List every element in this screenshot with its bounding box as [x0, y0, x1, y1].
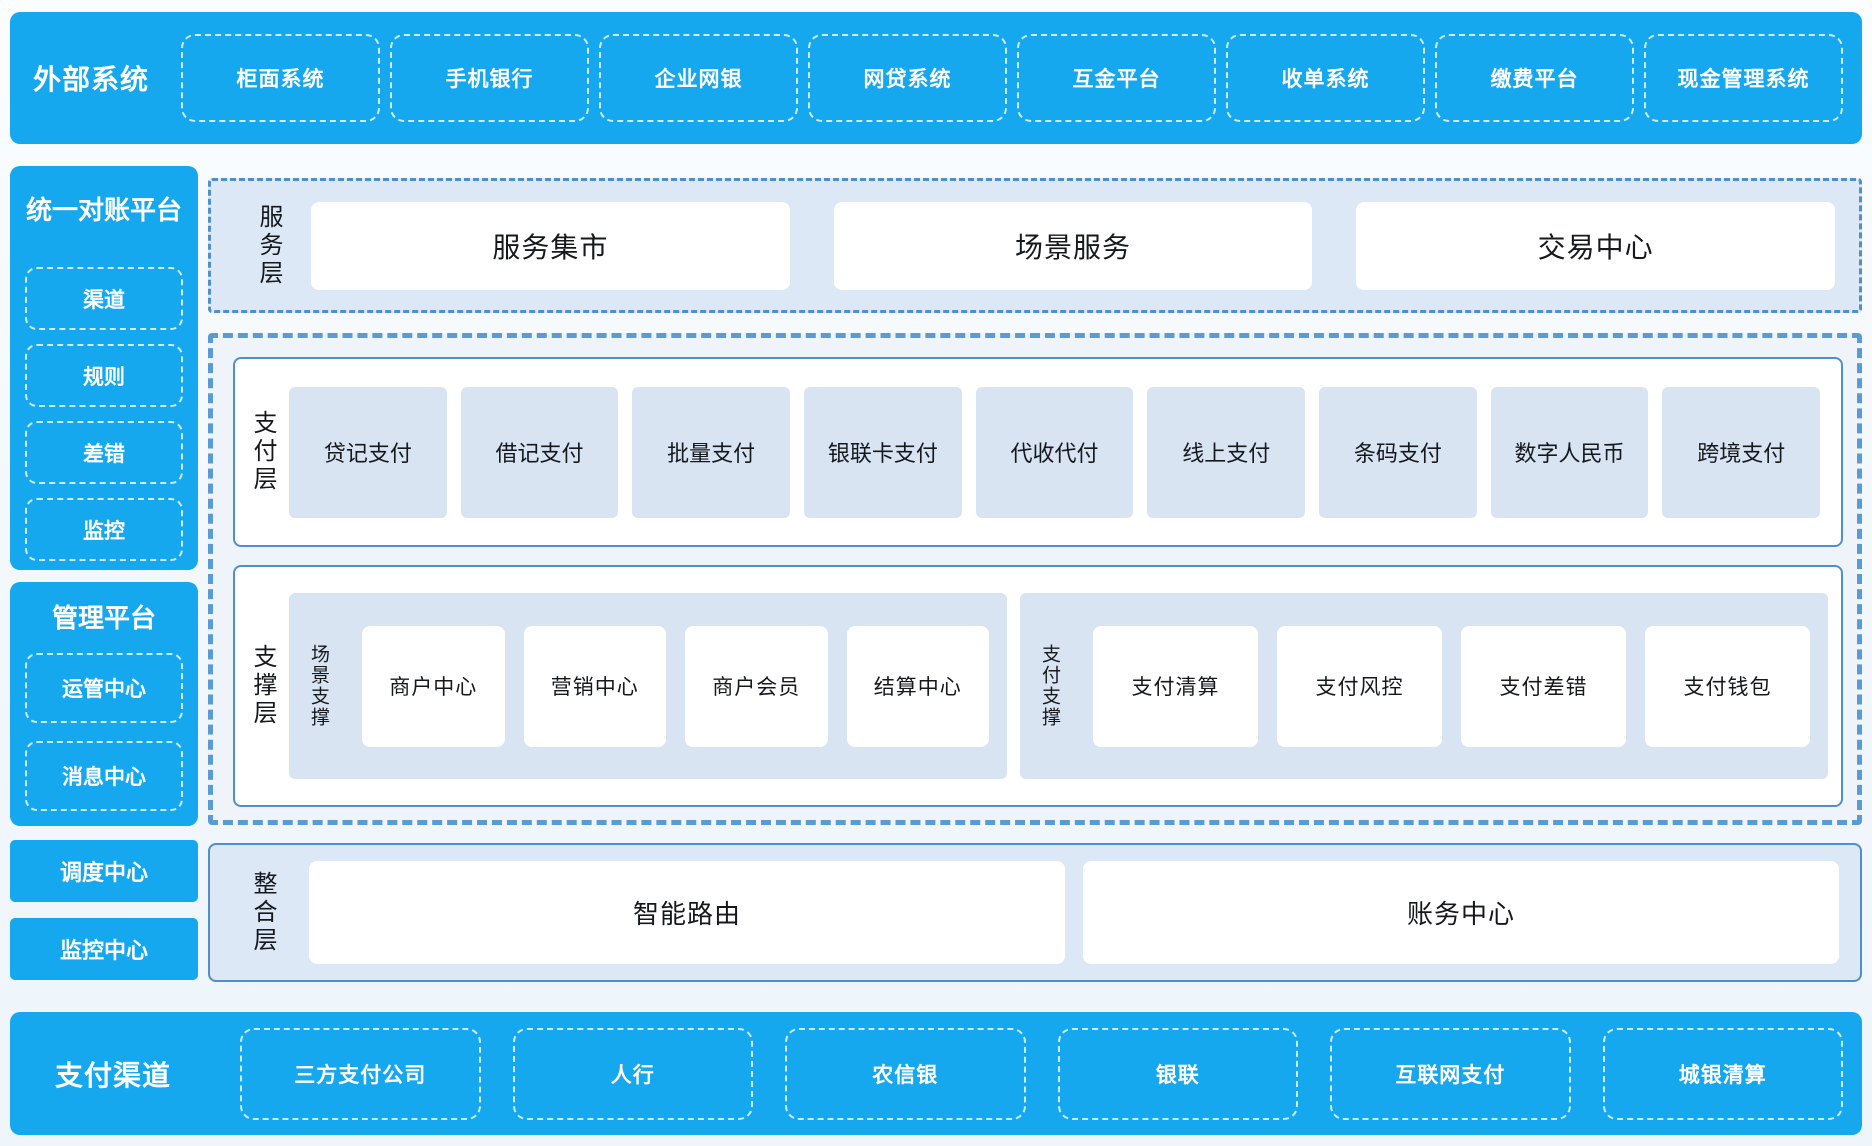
payment-channels-list: 三方支付公司 人行 农信银 银联 互联网支付 城银清算	[240, 1027, 1843, 1120]
payment-channel-item: 人行	[512, 1027, 753, 1120]
service-card: 服务集市	[311, 201, 790, 290]
payment-channel-item: 城银清算	[1602, 1027, 1843, 1120]
payment-card: 条码支付	[1319, 386, 1477, 518]
external-system-item: 缴费平台	[1435, 34, 1634, 122]
external-system-item: 企业网银	[599, 34, 798, 122]
external-system-item: 现金管理系统	[1644, 34, 1843, 122]
scene-support-group: 场景支撑 商户中心 营销中心 商户会员 结算中心	[289, 593, 1007, 779]
management-item: 消息中心	[25, 741, 183, 811]
reconciliation-platform-panel: 统一对账平台 渠道 规则 差错 监控	[10, 166, 198, 570]
payment-card: 线上支付	[1147, 386, 1306, 518]
support-layer-panel: 支撑层 场景支撑 商户中心 营销中心 商户会员 结算中心	[233, 565, 1843, 807]
payment-support-group: 支付支撑 支付清算 支付风控 支付差错 支付钱包	[1020, 593, 1828, 779]
service-card: 交易中心	[1356, 201, 1836, 290]
core-layers-dashed-box: 支付层 贷记支付 借记支付 批量支付 银联卡支付 代收代付 线上支付 条码支付	[208, 333, 1862, 825]
support-layer-groups: 场景支撑 商户中心 营销中心 商户会员 结算中心 支付支撑	[289, 593, 1828, 779]
payment-support-card: 支付清算	[1093, 625, 1258, 747]
external-system-item: 网贷系统	[808, 34, 1007, 122]
reconciliation-item: 规则	[25, 344, 183, 407]
external-systems-list: 柜面系统 手机银行 企业网银 网贷系统 互金平台 收单系统 缴费平台 现金管理系…	[181, 34, 1843, 122]
payment-channel-item: 农信银	[785, 1027, 1026, 1120]
payment-card: 贷记支付	[289, 386, 447, 518]
service-layer-section: 服务层 服务集市 场景服务 交易中心	[208, 178, 1862, 313]
payment-channels-bar: 支付渠道 三方支付公司 人行 农信银 银联 互联网支付 城银清算	[10, 1012, 1862, 1135]
scene-support-label: 场景支撑	[308, 644, 329, 728]
reconciliation-item: 差错	[25, 421, 183, 484]
scene-support-card: 商户中心	[362, 625, 505, 747]
management-platform-panel: 管理平台 运管中心 消息中心	[10, 582, 198, 826]
scene-support-card: 商户会员	[685, 625, 828, 747]
payment-card: 批量支付	[632, 386, 791, 518]
scene-support-card: 营销中心	[523, 625, 666, 747]
payment-card: 代收代付	[975, 386, 1134, 518]
integration-layer-label: 整合层	[249, 870, 276, 955]
reconciliation-item: 渠道	[25, 267, 183, 330]
external-system-item: 柜面系统	[181, 34, 380, 122]
service-layer-cards: 服务集市 场景服务 交易中心	[311, 201, 1836, 290]
support-layer-label: 支撑层	[249, 644, 276, 728]
payment-channels-title: 支付渠道	[55, 1059, 172, 1091]
monitor-center-block: 监控中心	[10, 918, 198, 980]
management-platform-title: 管理平台	[51, 603, 156, 633]
payment-layer-label: 支付层	[249, 410, 276, 494]
management-platform-list: 运管中心 消息中心	[25, 653, 183, 811]
payment-support-card: 支付风控	[1277, 625, 1442, 747]
integration-card: 账务中心	[1083, 861, 1839, 964]
reconciliation-item: 监控	[25, 498, 183, 561]
payment-channel-item: 互联网支付	[1330, 1027, 1571, 1120]
reconciliation-platform-list: 渠道 规则 差错 监控	[25, 267, 183, 561]
payment-card: 银联卡支付	[804, 386, 962, 518]
external-system-item: 互金平台	[1017, 34, 1216, 122]
service-card: 场景服务	[833, 201, 1313, 290]
service-layer-label: 服务层	[255, 203, 282, 288]
integration-card: 智能路由	[309, 861, 1065, 964]
payment-channel-item: 银联	[1057, 1027, 1298, 1120]
payment-channel-item: 三方支付公司	[240, 1027, 481, 1120]
external-system-item: 收单系统	[1226, 34, 1425, 122]
external-system-item: 手机银行	[390, 34, 589, 122]
payment-support-cards: 支付清算 支付风控 支付差错 支付钱包	[1093, 625, 1810, 747]
payment-support-card: 支付差错	[1461, 625, 1626, 747]
dispatch-center-block: 调度中心	[10, 840, 198, 902]
external-systems-bar: 外部系统 柜面系统 手机银行 企业网银 网贷系统 互金平台 收单系统 缴费平台 …	[10, 12, 1862, 144]
management-item: 运管中心	[25, 653, 183, 723]
payment-card: 跨境支付	[1662, 386, 1821, 518]
payment-layer-cards: 贷记支付 借记支付 批量支付 银联卡支付 代收代付 线上支付 条码支付 数字人民…	[289, 386, 1821, 518]
payment-card: 借记支付	[460, 386, 619, 518]
external-systems-title: 外部系统	[33, 64, 150, 95]
scene-support-cards: 商户中心 营销中心 商户会员 结算中心	[362, 625, 989, 747]
integration-layer-section: 整合层 智能路由 账务中心	[208, 843, 1862, 982]
integration-layer-cards: 智能路由 账务中心	[309, 861, 1839, 964]
payment-layer-panel: 支付层 贷记支付 借记支付 批量支付 银联卡支付 代收代付 线上支付 条码支付	[233, 357, 1843, 547]
scene-support-card: 结算中心	[846, 625, 989, 747]
payment-support-card: 支付钱包	[1645, 625, 1810, 747]
payment-support-label: 支付支撑	[1039, 644, 1060, 728]
reconciliation-platform-title: 统一对账平台	[25, 195, 182, 225]
payment-card: 数字人民币	[1490, 386, 1649, 518]
